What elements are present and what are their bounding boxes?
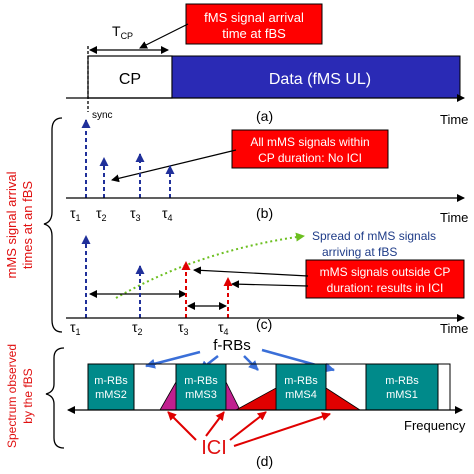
ici-leak-2	[225, 381, 241, 411]
rb-block-mms3	[175, 363, 227, 411]
panel-b-note-box	[231, 129, 389, 169]
panel-c-tag: (c)	[256, 316, 272, 332]
panel-c-tau2: τ2	[132, 319, 143, 337]
spread-arrow	[115, 232, 305, 299]
panel-c-pointer-2	[231, 280, 309, 289]
spectrum-label-line1: Spectrum observed	[5, 344, 19, 448]
ici-leak-1	[159, 380, 177, 411]
rb-block-mms1-line2: mMS1	[386, 389, 418, 401]
tcp-label: TCP	[112, 23, 133, 41]
spectrum-brace	[45, 347, 65, 449]
panel-a-note-line1: fMS signal arrival	[204, 10, 304, 25]
panel-a-time-label: Time	[440, 112, 468, 127]
rb-block-mms3-line2: mMS3	[185, 389, 217, 401]
panel-c-time-label: Time	[440, 321, 468, 336]
frbs-label: f-RBs	[213, 337, 251, 354]
spectrum-label-line2: by the fBS	[21, 368, 35, 423]
cp-label: CP	[119, 71, 141, 88]
panel-c: Spread of mMS signals arriving at fBS mM…	[66, 229, 468, 337]
panel-c-tau4: τ4	[218, 319, 229, 337]
spread-line2: arriving at fBS	[322, 245, 397, 259]
panel-c-note-line1: mMS signals outside CP	[320, 265, 451, 279]
panel-b: All mMS signals within CP duration: No I…	[66, 119, 468, 225]
panel-b-pointer	[111, 149, 237, 183]
ici-arrow-1	[167, 411, 197, 441]
ici-arrow-2	[205, 411, 225, 437]
ici-arrow-4	[233, 412, 331, 447]
rb-block-mms4	[275, 363, 327, 411]
side-labels: mMS signal arrival times at an fBS Spect…	[4, 117, 65, 449]
panel-a-pointer	[139, 23, 189, 49]
ici-arrow-3	[229, 411, 267, 441]
panel-b-tau1: τ1	[70, 205, 81, 223]
frequency-label: Frequency	[404, 418, 466, 433]
rb-block-mms2	[87, 363, 135, 411]
panel-c-tau1: τ1	[70, 319, 81, 337]
rb-block-mms2-line2: mMS2	[95, 389, 127, 401]
panel-d-tag: (d)	[256, 453, 273, 469]
ici-leak-4	[325, 387, 362, 411]
arrival-label-line1: mMS signal arrival	[4, 171, 19, 278]
panel-b-tau2: τ2	[96, 205, 107, 223]
panel-b-note-line2: CP duration: No ICI	[258, 151, 362, 165]
rb-block-mms1	[365, 363, 439, 411]
panel-b-note-line1: All mMS signals within	[250, 135, 369, 149]
arrival-brace	[43, 117, 63, 333]
ici-leak-3	[235, 387, 277, 411]
panel-a-note-box	[185, 3, 323, 45]
panel-a: fMS signal arrival time at fBS TCP CP Da…	[66, 3, 468, 127]
panel-c-tau3: τ3	[178, 319, 189, 337]
panel-c-note-line2: duration: results in ICI	[327, 281, 444, 295]
frbs-arrow-3	[243, 355, 259, 371]
panel-b-tau3: τ3	[130, 205, 141, 223]
panel-a-tag: (a)	[256, 108, 273, 124]
panel-b-tag: (b)	[256, 205, 273, 221]
data-label: Data (fMS UL)	[269, 71, 371, 88]
rb-block-mms3-line1: m-RBs	[184, 375, 218, 387]
rb-block-mms4-line2: mMS4	[285, 389, 317, 401]
rb-block-mms2-line1: m-RBs	[94, 375, 128, 387]
panel-c-pointer-1	[193, 266, 309, 277]
spread-line1: Spread of mMS signals	[312, 229, 436, 243]
ici-label: ICI	[201, 437, 227, 459]
sync-label: sync	[92, 110, 113, 121]
cp-box	[87, 55, 173, 99]
panel-c-note-box	[305, 259, 465, 299]
panel-b-time-label: Time	[440, 210, 468, 225]
panel-d: f-RBs m-RBs mMS2 m-RBs mMS3 m-RBs mMS4 m…	[67, 337, 466, 469]
panel-b-tau4: τ4	[162, 205, 173, 223]
panel-a-note-line2: time at fBS	[222, 26, 286, 41]
rb-block-mms4-line1: m-RBs	[284, 375, 318, 387]
rb-block-mms1-line1: m-RBs	[385, 375, 419, 387]
arrival-label-line2: times at an fBS	[20, 181, 35, 269]
